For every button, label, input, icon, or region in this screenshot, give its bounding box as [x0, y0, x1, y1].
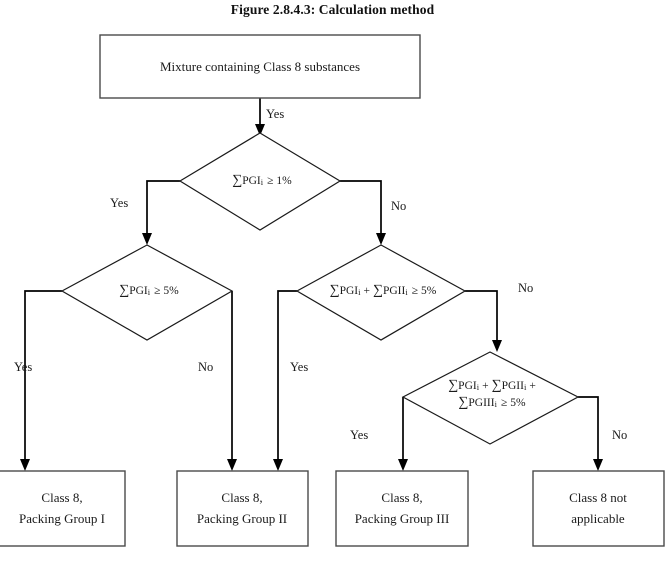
edge-decision4-yes-to-result3 — [398, 397, 408, 471]
decision1-label: ∑PGIi≥1% — [232, 173, 292, 188]
decision4-label-line1: ∑PGIi+∑PGIIi+ — [448, 378, 536, 393]
edge-decision2-yes-to-result1 — [20, 290, 62, 471]
node-result2[interactable]: Class 8, Packing Group II — [176, 470, 309, 547]
edge-label-decision1-no: No — [391, 199, 406, 213]
node-decision1[interactable]: ∑PGIi≥1% — [178, 132, 342, 231]
edge-label-decision3-yes: Yes — [290, 360, 308, 374]
edge-start-to-decision1 — [255, 98, 265, 136]
sigma-icon: ∑ — [330, 283, 340, 298]
decision2-shape — [60, 244, 234, 341]
edge-label-decision4-yes: Yes — [350, 428, 368, 442]
sigma-icon: ∑ — [458, 395, 468, 410]
node-decision4[interactable]: ∑PGIi+∑PGIIi+ ∑PGIIIi≥5% — [401, 351, 580, 445]
edge-label-decision2-no: No — [198, 360, 213, 374]
edge-decision1-no-to-decision3 — [340, 180, 386, 245]
decision2-label: ∑PGIi≥5% — [119, 283, 179, 298]
figure-title: Figure 2.8.4.3: Calculation method — [230, 2, 435, 17]
arrowhead-icon — [255, 124, 265, 136]
start-box-label: Mixture containing Class 8 substances — [160, 59, 360, 74]
node-decision3[interactable]: ∑PGIi+∑PGIIi≥5% — [295, 244, 467, 341]
edge-label-start-yes: Yes — [266, 107, 284, 121]
node-result4[interactable]: Class 8 not applicable — [532, 470, 665, 547]
node-start[interactable]: Mixture containing Class 8 substances — [99, 34, 421, 99]
decision3-shape — [295, 244, 467, 341]
edge-decision2-no-to-result2 — [227, 291, 237, 471]
node-decision2[interactable]: ∑PGIi≥5% — [60, 244, 234, 341]
sigma-icon: ∑ — [492, 378, 502, 393]
arrowhead-icon — [227, 459, 237, 471]
result3-label-line2: Packing Group III — [355, 511, 450, 526]
edge-decision3-no-to-decision4 — [465, 290, 502, 352]
arrowhead-icon — [376, 233, 386, 245]
result4-label-line2: applicable — [571, 511, 625, 526]
result1-label-line2: Packing Group I — [19, 511, 105, 526]
edge-decision1-yes-to-decision2 — [142, 180, 180, 245]
result4-label-line1: Class 8 not — [569, 490, 627, 505]
edge-decision3-yes-to-result2 — [273, 290, 297, 471]
result3-box-shape — [335, 470, 469, 547]
arrowhead-icon — [398, 459, 408, 471]
edge-label-decision2-yes: Yes — [14, 360, 32, 374]
node-result1[interactable]: Class 8, Packing Group I — [0, 470, 126, 547]
decision1-shape — [178, 132, 342, 231]
decision3-label: ∑PGIi+∑PGIIi≥5% — [330, 283, 437, 298]
arrowhead-icon — [273, 459, 283, 471]
result3-label-line1: Class 8, — [381, 490, 422, 505]
edge-label-decision1-yes: Yes — [110, 196, 128, 210]
result2-label-line2: Packing Group II — [197, 511, 287, 526]
arrowhead-icon — [20, 459, 30, 471]
start-box-shape — [99, 34, 421, 99]
sigma-icon: ∑ — [373, 283, 383, 298]
result4-box-shape — [532, 470, 665, 547]
result1-box-shape — [0, 470, 126, 547]
result2-box-shape — [176, 470, 309, 547]
edge-label-decision3-no: No — [518, 281, 533, 295]
edge-decision4-no-to-result4 — [578, 396, 603, 471]
result2-label-line1: Class 8, — [221, 490, 262, 505]
arrowhead-icon — [492, 340, 502, 352]
result1-label-line1: Class 8, — [41, 490, 82, 505]
arrowhead-icon — [593, 459, 603, 471]
sigma-icon: ∑ — [119, 283, 129, 298]
decision4-label-line2: ∑PGIIIi≥5% — [458, 395, 526, 410]
sigma-icon: ∑ — [232, 173, 242, 188]
edge-label-decision4-no: No — [612, 428, 627, 442]
arrowhead-icon — [142, 233, 152, 245]
decision4-shape — [401, 351, 580, 445]
node-result3[interactable]: Class 8, Packing Group III — [335, 470, 469, 547]
sigma-icon: ∑ — [448, 378, 458, 393]
